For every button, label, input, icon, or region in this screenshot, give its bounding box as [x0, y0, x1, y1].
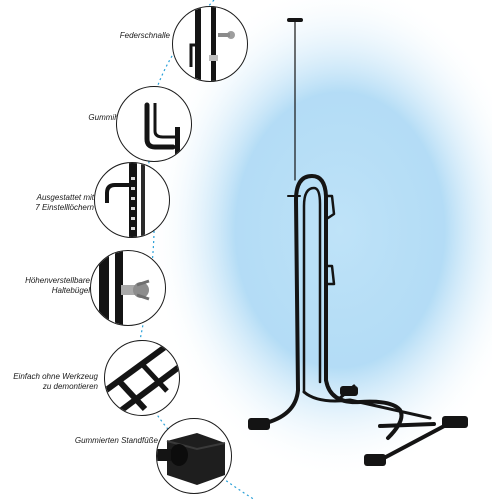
callout-4-line1: Höhenverstellbare	[25, 276, 90, 285]
callout-label-tool-free: Einfach ohne Werkzeug zu demontieren	[0, 372, 98, 392]
tool-free-frame-icon	[104, 340, 180, 416]
callout-5-line1: Einfach ohne Werkzeug	[13, 372, 98, 381]
callout-3-line2: 7 Einstelllöchern	[35, 203, 94, 212]
rubber-hook-icon	[116, 86, 192, 162]
adjustment-holes-icon	[94, 162, 170, 238]
height-adjust-knob-icon	[90, 250, 166, 326]
rubber-foot-icon	[156, 418, 232, 494]
callout-label-rubber-hook: Gummihaken	[88, 113, 136, 122]
spring-buckle-icon	[172, 6, 248, 82]
callout-3-line1: Ausgestattet mit	[36, 193, 94, 202]
callout-label-adjustment-holes: Ausgestattet mit 7 Einstelllöchern	[0, 193, 94, 213]
callout-label-rubber-foot: Gummierten Standfüße	[74, 436, 158, 445]
callout-label-spring-buckle: Federschnalle	[119, 31, 170, 40]
callout-label-height-adjust: Höhenverstellbare Haltebügel	[0, 276, 90, 296]
callout-4-line2: Haltebügel	[51, 286, 90, 295]
callout-5-line2: zu demontieren	[42, 382, 98, 391]
